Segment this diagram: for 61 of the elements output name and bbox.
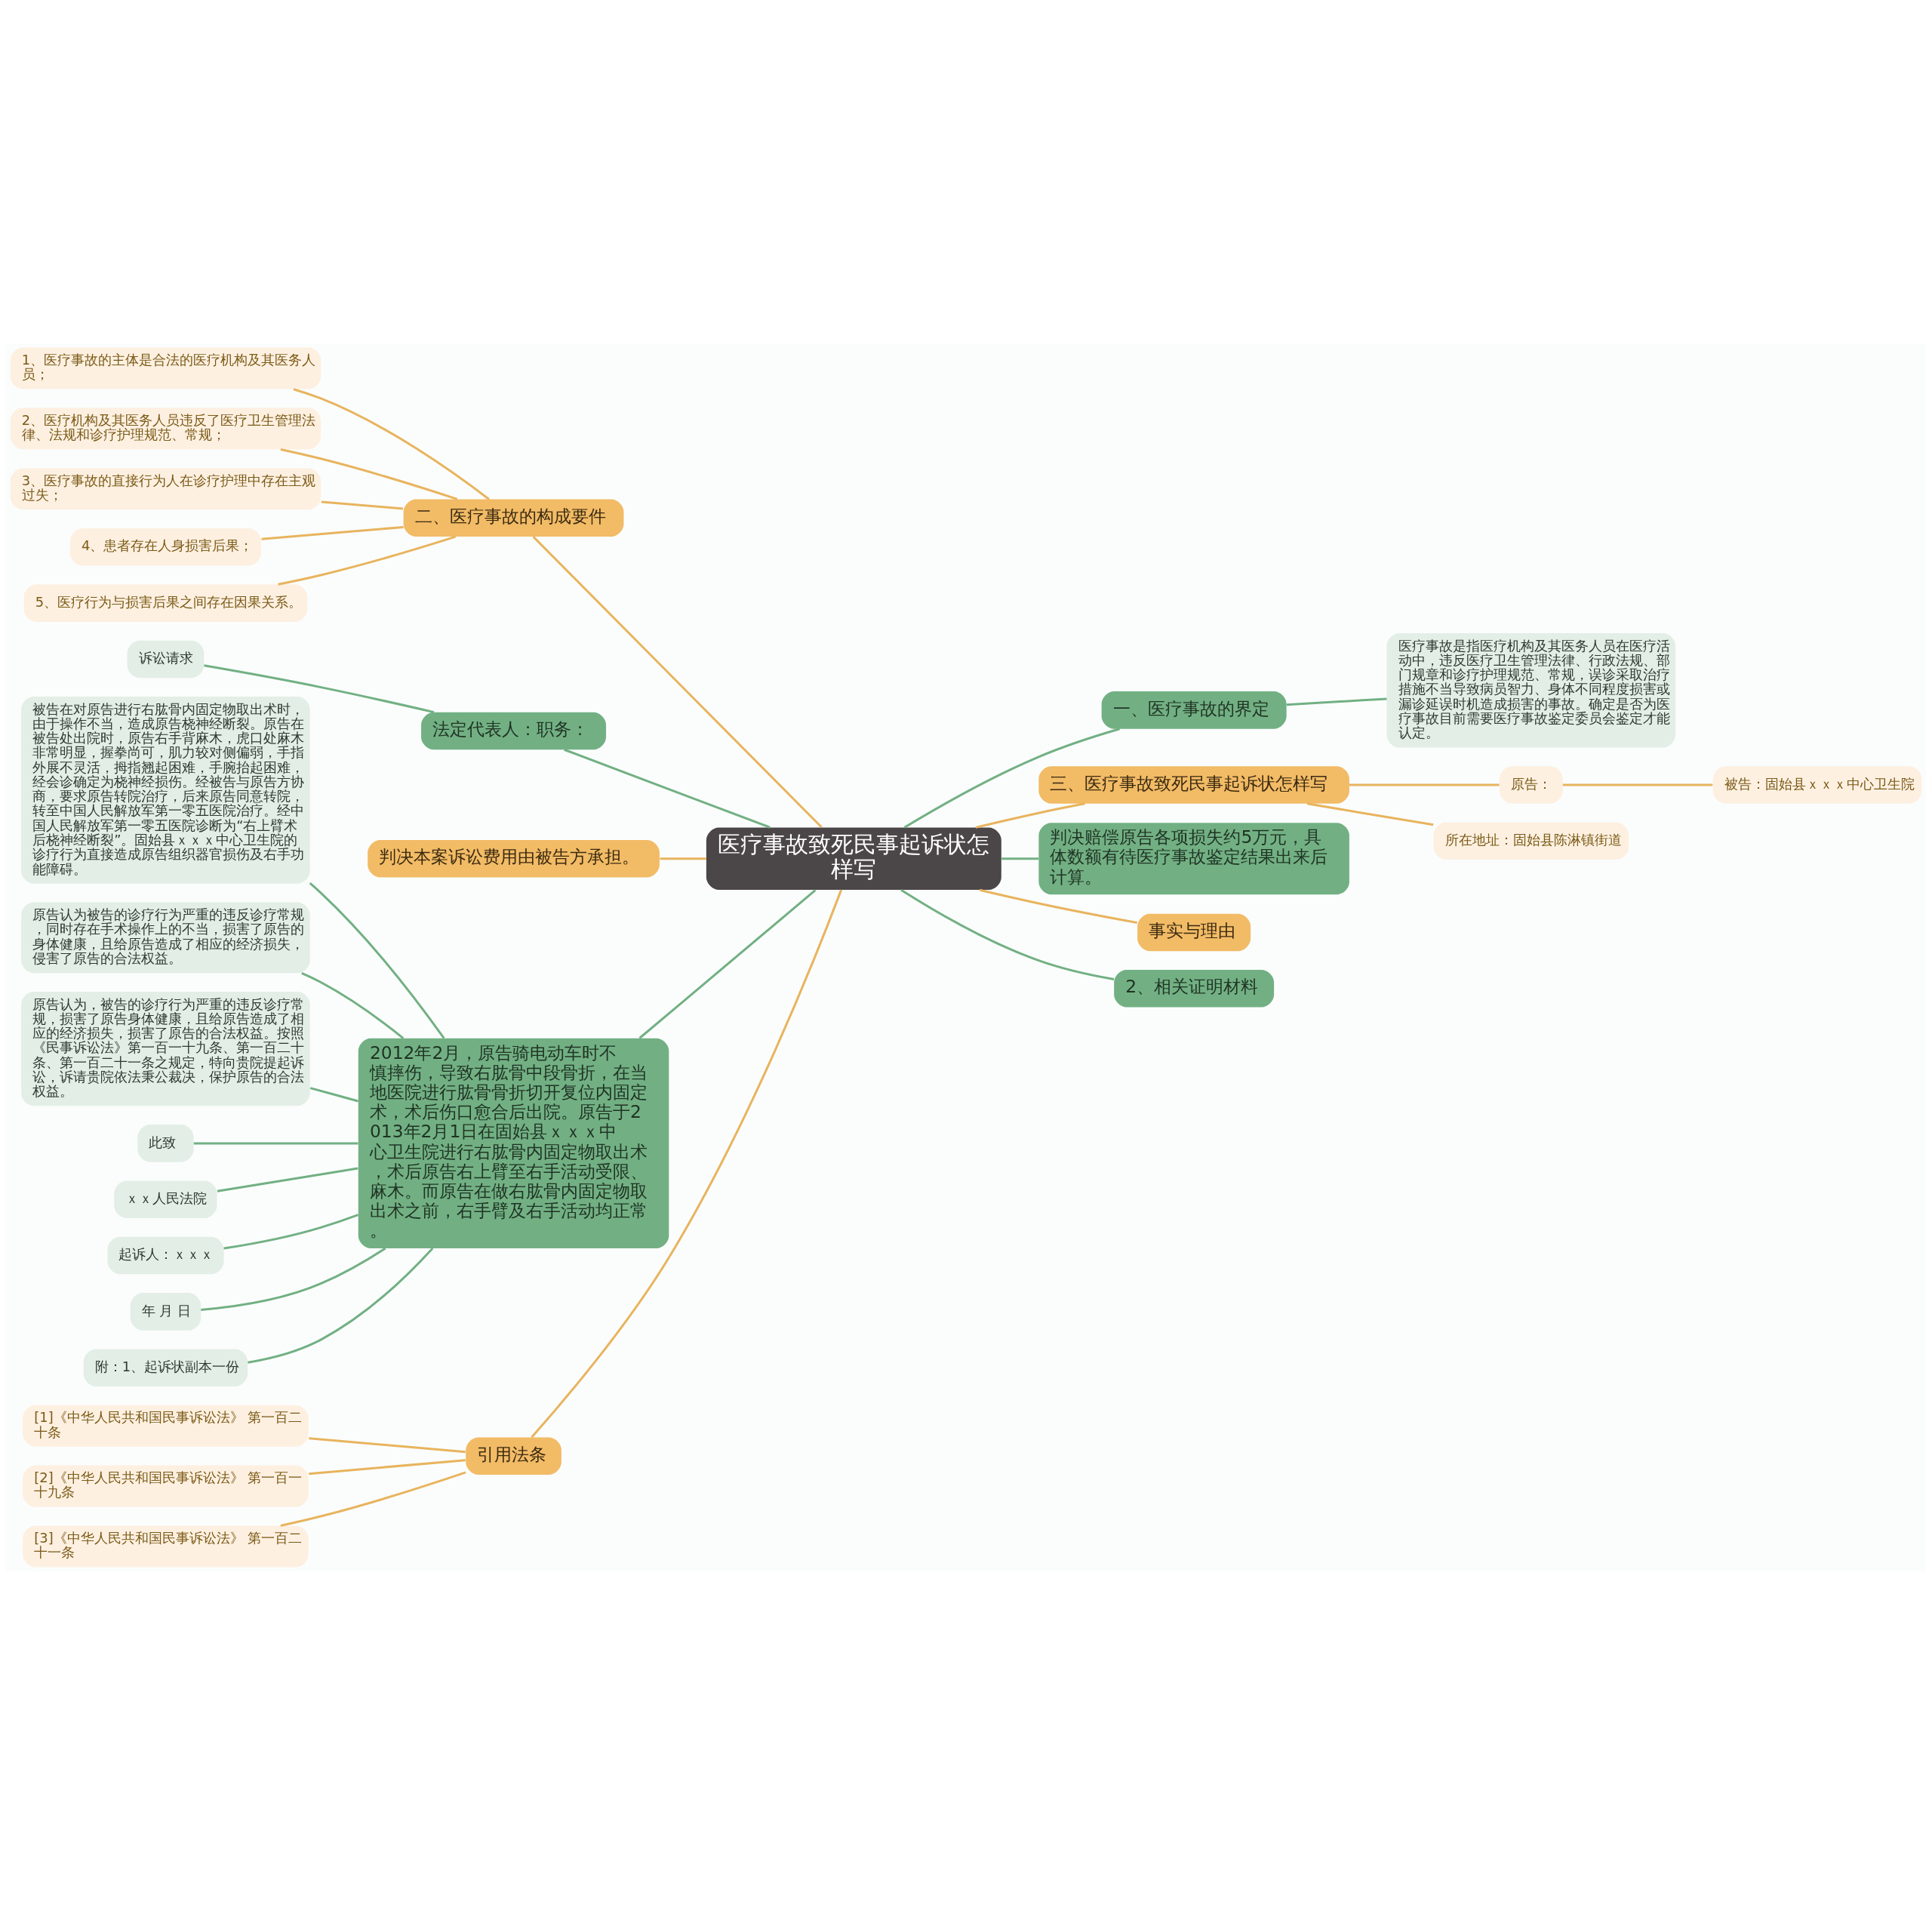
node-box: 起诉人：ｘｘｘ (107, 1236, 224, 1274)
node-box: 事实与理由 (1137, 913, 1251, 951)
connector (293, 387, 490, 500)
node-box: [1]《中华人民共和国民事诉讼法》 第一百二十条 (23, 1405, 309, 1447)
node-box: 1、医疗事故的主体是合法的医疗机构及其医务人员； (10, 347, 321, 389)
connector (638, 888, 817, 1039)
node-box: [2]《中华人民共和国民事诉讼法》 第一百一十九条 (23, 1465, 309, 1507)
connector (261, 525, 404, 540)
node-box: 诉讼请求 (127, 640, 205, 678)
node-box: 2012年2月，原告骑电动车时不慎摔伤，导致右肱骨中段骨折，在当地医院进行肱骨骨折切开复位内固定术，术后伤口愈合后出院。原告于2013年2月1日在固始县ｘｘｘ中心卫生院进行右肱骨内固定物取出术，术后原告右上臂至右手活动受限、麻木。而原告在做右肱骨内固定物取出术之前，右手臂及右手活动均正常。 (358, 1038, 669, 1248)
connector (223, 1213, 359, 1250)
connector (217, 1167, 358, 1192)
connector (1001, 857, 1039, 860)
node-box: 法定代表人：职务： (421, 712, 607, 749)
node-box: 2、医疗机构及其医务人员违反了医疗卫生管理法律、法规和诊疗护理规范、常规； (10, 407, 321, 449)
connector (564, 748, 771, 829)
node-box: 医疗事故是指医疗机构及其医务人员在医疗活动中，违反医疗卫生管理法律、行政法规、部门规章和诊疗护理规范、常规，误诊采取治疗措施不当导致病员智力、身体不同程度损害或漏诊延误时机造成损害的事故。确定是否为医疗事故目前需要医疗事故鉴定委员会鉴定才能认定。 (1386, 632, 1676, 747)
node-box: 原告： (1499, 765, 1563, 804)
connector (1562, 783, 1713, 786)
node-box: 2、相关证明材料 (1114, 969, 1275, 1008)
connector (321, 500, 404, 510)
connector (248, 1247, 434, 1364)
node-box: 原告认为被告的诊疗行为严重的违反诊疗常规，同时存在手术操作上的不当，损害了原告的身体健康，且给原告造成了相应的经济损失，侵害了原告的合法权益。 (21, 902, 310, 973)
node-box: 5、医疗行为与损害后果之间存在因果关系。 (23, 583, 308, 622)
node-box: 判决赔偿原告各项损失约5万元，具体数额有待医疗事故鉴定结果出来后计算。 (1038, 822, 1349, 894)
connector (531, 889, 843, 1438)
node-box: 4、患者存在人身损害后果； (69, 528, 262, 566)
connector (309, 1436, 466, 1453)
node-box: 三、医疗事故致死民事起诉状怎样写 (1038, 765, 1349, 804)
node-box: 被告在对原告进行右肱骨内固定物取出术时，由于操作不当，造成原告桡神经断裂。原告在被告处出院时，原告右手背麻木，虎口处麻木非常明显，握拳尚可，肌力较对侧偏弱，手指外展不灵活，拇指翘起困难，手腕抬起困难，经会诊确定为桡神经损伤。经被告与原告方协商，要求原告转院治疗，后来原告同意转院，转至中国人民解放军第一零五医院治疗。经中国人民解放军第一零五医院诊断为“右上臂术后桡神经断裂”。固始县ｘｘｘ中心卫生院的诊疗行为直接造成原告组织器官损伤及右手功能障碍。 (21, 696, 310, 884)
node-box: 年 月 日 (130, 1292, 202, 1331)
node-box: 被告：固始县ｘｘｘ中心卫生院 (1712, 765, 1922, 804)
connector (201, 1247, 386, 1311)
connector (979, 888, 1138, 924)
node-box: 原告认为，被告的诊疗行为严重的违反诊疗常规，损害了原告身体健康，且给原告造成了相应的经济损失，损害了原告的合法权益。按照《民事诉讼法》第一百一十九条、第一百二十条、第一百二十一条之规定，特向贵院提起诉讼，诉请贵院依法秉公裁决，保护原告的合法权益。 (21, 991, 310, 1106)
node-box: 所在地址：固始县陈淋镇街道 (1433, 822, 1629, 860)
connector (900, 888, 1115, 980)
node-box: [3]《中华人民共和国民事诉讼法》 第一百二十一条 (23, 1525, 309, 1567)
connector (309, 882, 445, 1039)
connector (1286, 697, 1387, 706)
connector (204, 663, 435, 713)
connector (660, 857, 706, 860)
node-box: 此致 (137, 1124, 194, 1162)
connector (280, 448, 458, 500)
node-box: 二、医疗事故的构成要件 (403, 498, 624, 537)
connector (903, 727, 1121, 829)
connector (193, 1141, 358, 1144)
node-box: 医疗事故致死民事起诉状怎样写 (706, 826, 1001, 890)
connector (309, 1458, 466, 1475)
connector (532, 535, 823, 828)
node-box: 引用法条 (466, 1436, 561, 1475)
node-box: 判决本案诉讼费用由被告方承担。 (368, 839, 660, 877)
connector (278, 535, 457, 586)
node-box: 3、医疗事故的直接行为人在诊疗护理中存在主观过失； (10, 467, 321, 509)
node-box: ｘｘ人民法院 (114, 1180, 217, 1218)
connector (309, 1086, 358, 1102)
node-box: 附：1、起诉状副本一份 (83, 1348, 248, 1386)
connector (1349, 783, 1500, 786)
connector (280, 1470, 466, 1527)
connector (301, 971, 405, 1039)
node-box: 一、医疗事故的界定 (1101, 691, 1287, 729)
